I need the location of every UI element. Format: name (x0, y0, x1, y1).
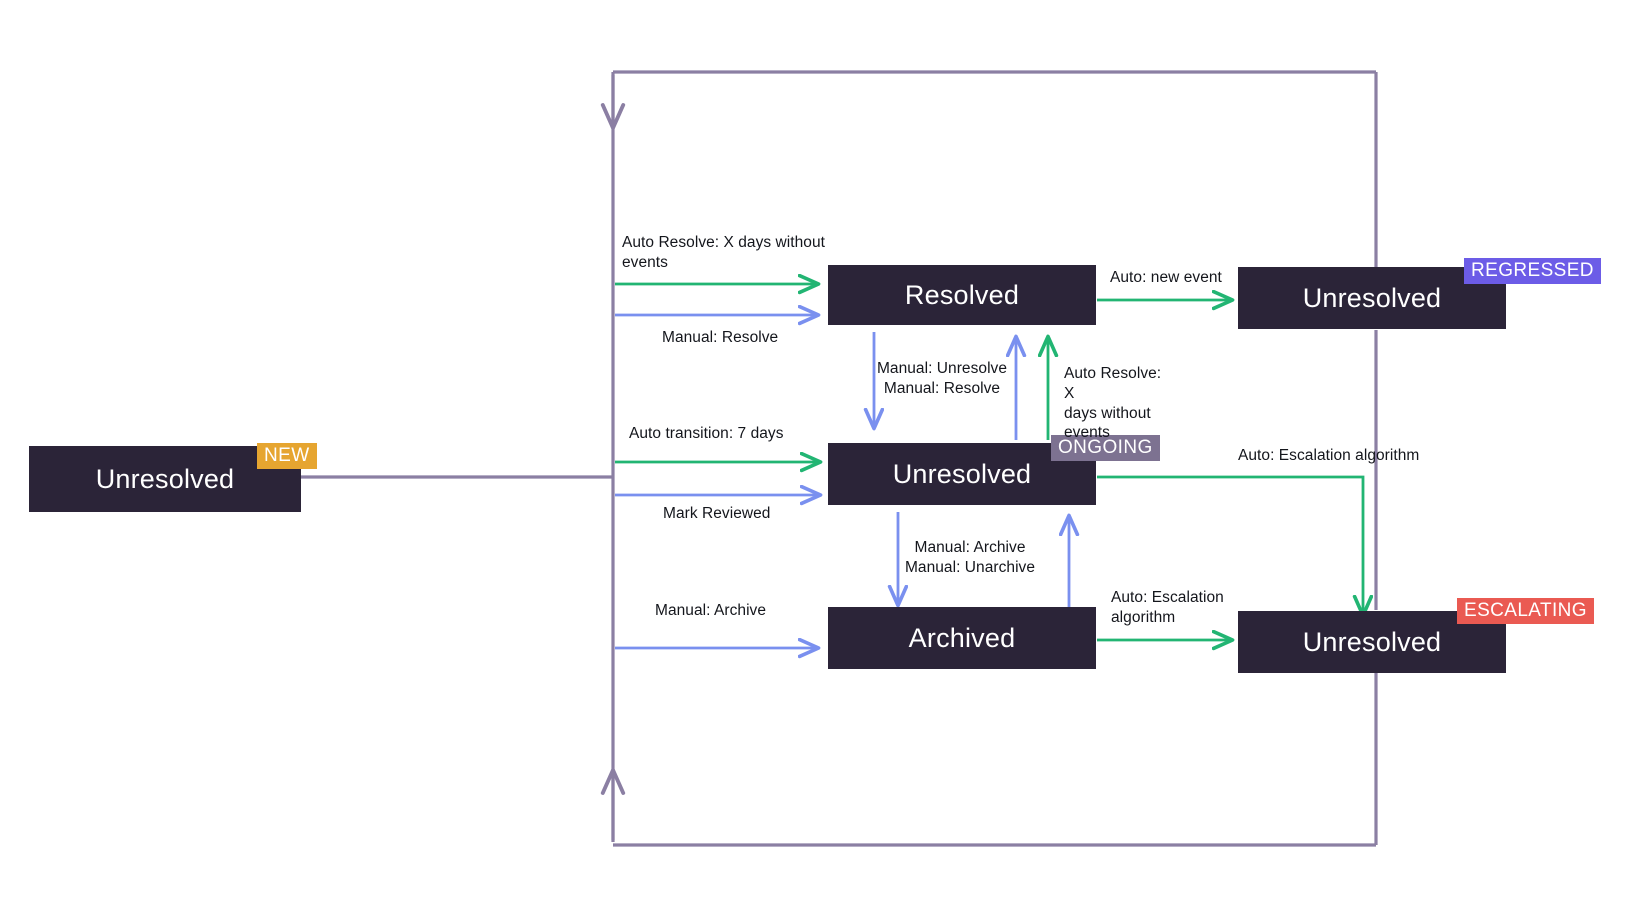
edge-label-auto-transition-7-days: Auto transition: 7 days (629, 425, 784, 442)
edge-label-manual-archive-left: Manual: Archive (655, 602, 767, 619)
edge-label-auto-escalation-top: Auto: Escalation algorithm (1238, 447, 1420, 464)
node-label: Resolved (904, 279, 1020, 310)
edge-label-auto-escalation-bottom: Auto: Escalation algorithm (1111, 589, 1224, 626)
status-badge-ongoing: ONGOING (1051, 435, 1160, 461)
edge-label-manual-unresolve-resolve: Manual: Unresolve Manual: Resolve (876, 360, 1008, 397)
edge-label-manual-resolve: Manual: Resolve (662, 329, 779, 346)
status-badge-new: NEW (257, 443, 317, 469)
node-label: Unresolved (95, 463, 235, 494)
edge-label-auto-new-event: Auto: new event (1110, 269, 1222, 286)
node-archived[interactable]: Archived (828, 607, 1096, 669)
edge-label-mark-reviewed: Mark Reviewed (663, 505, 771, 522)
node-label: Archived (908, 622, 1016, 653)
node-label: Unresolved (1302, 282, 1442, 313)
edge-label-manual-archive-unarchive: Manual: Archive Manual: Unarchive (904, 539, 1036, 576)
status-badge-regressed: REGRESSED (1464, 258, 1601, 284)
node-label: Unresolved (892, 458, 1032, 489)
edge-label-auto-resolve-x-days-up: Auto Resolve: X days without events (1064, 365, 1162, 442)
status-badge-escalating: ESCALATING (1457, 598, 1594, 624)
node-resolved[interactable]: Resolved (828, 265, 1096, 325)
node-regressed-unresolved[interactable]: Unresolved (1238, 267, 1506, 329)
node-new-unresolved[interactable]: Unresolved (29, 446, 301, 512)
node-label: Unresolved (1302, 626, 1442, 657)
edge-label-auto-resolve-x-days: Auto Resolve: X days without events (622, 234, 826, 271)
